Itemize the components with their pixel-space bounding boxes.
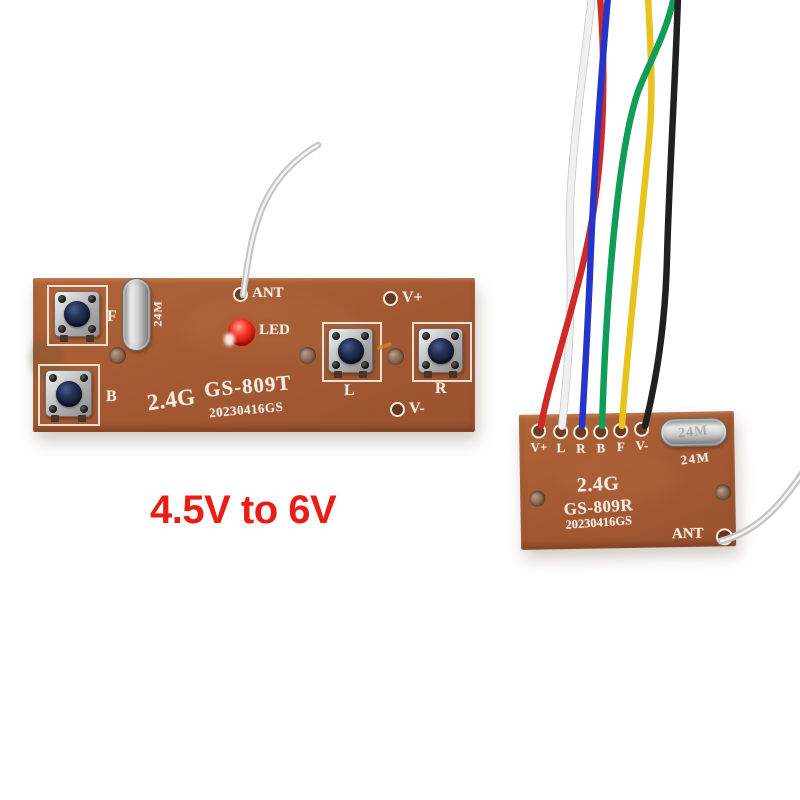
rivet-icon (88, 325, 96, 333)
transmitter-antenna-wire (239, 141, 322, 299)
rivet-icon (332, 361, 340, 369)
rivet-icon (451, 361, 459, 369)
rivet-icon (422, 361, 430, 369)
label-left: L (344, 382, 355, 399)
pad-b (593, 424, 609, 440)
antenna-pad (233, 287, 248, 302)
label-right: R (435, 380, 447, 397)
label-v-plus: V+ (402, 289, 423, 306)
transmitter-antenna-highlight (241, 143, 320, 297)
silkscreen-outline-f (47, 285, 108, 346)
pad-l (553, 424, 569, 440)
rivet-icon (451, 332, 459, 340)
crystal-stamp: 24M (677, 422, 710, 441)
pushbutton-right[interactable] (418, 328, 463, 378)
pushbutton-backward[interactable] (45, 370, 92, 422)
rivet-icon (49, 405, 57, 413)
mounting-hole (529, 490, 546, 507)
pad-label: R (576, 440, 586, 456)
mounting-hole (387, 348, 404, 365)
rivet-icon (80, 374, 88, 382)
blue-wire (578, 0, 611, 430)
silkscreen-outline-r (412, 322, 472, 382)
silkscreen-outline-l (322, 322, 382, 382)
frequency-text: 2.4G (576, 472, 620, 497)
frequency-text: 2.4G (145, 383, 198, 416)
rivet-icon (49, 374, 57, 382)
rivet-icon (361, 361, 369, 369)
label-led: LED (259, 322, 290, 338)
silkscreen-outline-b (38, 364, 100, 426)
antenna-pad (715, 528, 734, 546)
crystal-oscillator (122, 278, 151, 351)
mounting-hole (299, 347, 316, 364)
black-wire (641, 0, 682, 430)
label-antenna: ANT (671, 525, 704, 543)
rivet-icon (422, 332, 430, 340)
yellow-wire (618, 0, 655, 430)
white-wire-casing (558, 0, 596, 430)
rivet-icon (58, 325, 66, 333)
red-wire (537, 0, 607, 430)
crystal-frequency-label: 24M (150, 300, 165, 327)
button-cap (427, 337, 454, 364)
v-plus-pad (383, 291, 398, 306)
pad-r (573, 424, 589, 440)
rivet-icon (332, 332, 340, 340)
rivet-icon (88, 295, 96, 303)
pad-label: L (556, 440, 566, 456)
label-v-minus: V- (409, 400, 425, 417)
pad-v-plus (530, 423, 547, 439)
pad-label: F (616, 439, 626, 455)
rivet-icon (80, 405, 88, 413)
pad-label: V- (635, 437, 649, 453)
pushbutton-forward[interactable] (54, 291, 100, 342)
button-cap (64, 301, 90, 327)
pad-label: B (596, 440, 606, 456)
button-cap (337, 337, 364, 364)
date-code-text: 20230416GS (208, 398, 284, 421)
label-backward: B (106, 388, 117, 405)
model-text: GS-809T (203, 370, 293, 402)
pad-label: V+ (530, 439, 548, 455)
v-minus-pad (390, 402, 405, 417)
crystal-oscillator: 24M (659, 417, 728, 448)
button-cap (55, 380, 82, 407)
green-wire (598, 0, 677, 430)
transmitter-board: F 24M B ANT LED 2.4G GS-809T 20230416GS (29, 278, 475, 432)
crystal-frequency-label: 24M (679, 449, 712, 468)
pad-f (612, 422, 629, 439)
pushbutton-left[interactable] (328, 328, 373, 378)
voltage-caption: 4.5V to 6V (150, 488, 337, 532)
led-indicator (228, 319, 255, 346)
label-antenna: ANT (252, 285, 284, 301)
label-forward: F (107, 308, 117, 325)
mounting-hole (715, 484, 732, 501)
mounting-hole (109, 347, 126, 364)
rivet-icon (58, 295, 66, 303)
pad-v-minus (633, 421, 650, 437)
white-wire (558, 0, 595, 430)
receiver-board: V+ L R B F V- 24M 24M 2.4G GS-809R 20230… (518, 411, 737, 550)
rivet-icon (361, 332, 369, 340)
